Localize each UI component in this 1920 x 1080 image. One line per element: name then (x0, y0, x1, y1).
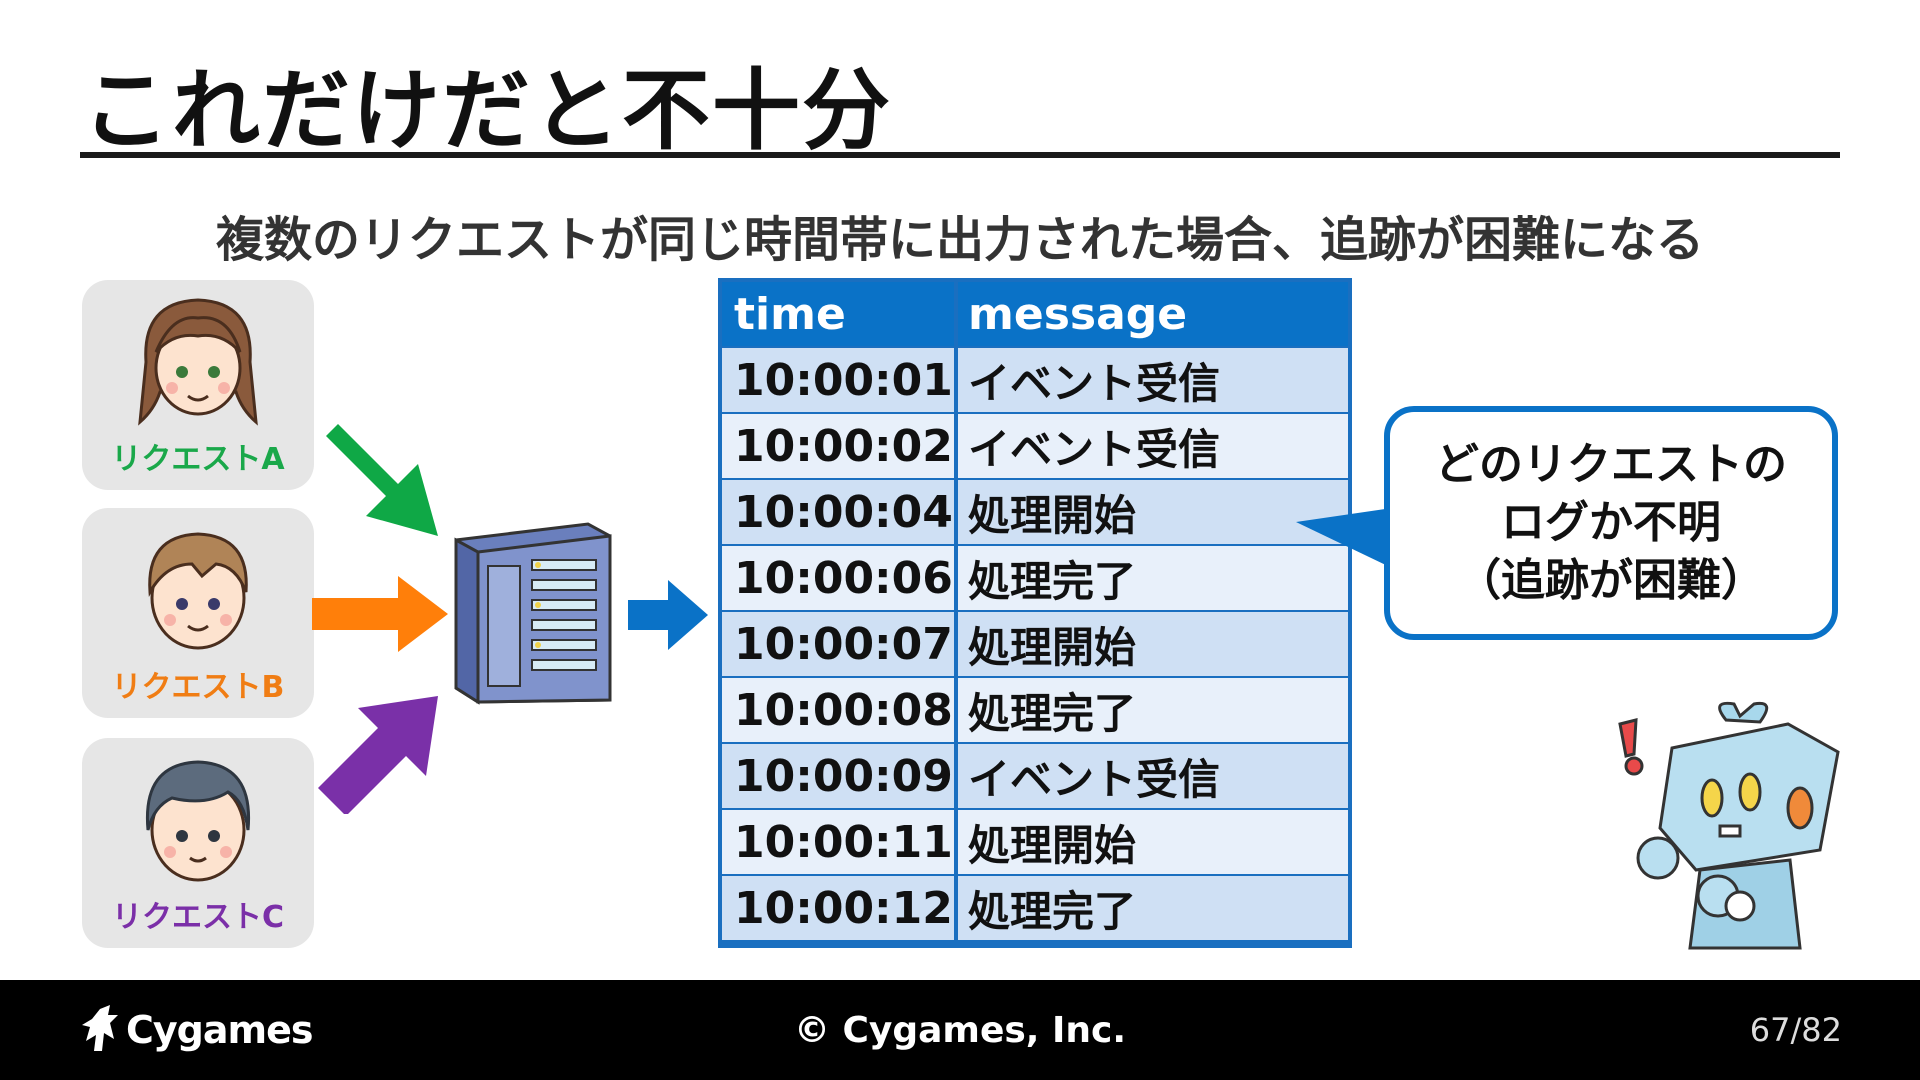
row-time: 10:00:04 (722, 480, 954, 544)
footer-bar: Cygames © Cygames, Inc. 67/82 (0, 980, 1920, 1080)
table-row: 10:00:07 処理開始 (722, 612, 1348, 676)
row-message: 処理開始 (958, 810, 1348, 874)
row-message: イベント受信 (958, 348, 1348, 412)
table-row: 10:00:02 イベント受信 (722, 414, 1348, 478)
bubble-line-1: どのリクエストの (1435, 439, 1787, 490)
row-time: 10:00:12 (722, 876, 954, 940)
row-time: 10:00:08 (722, 678, 954, 742)
table-header-row: time message (722, 282, 1348, 346)
bubble-line-2: ログか不明 (1501, 497, 1721, 548)
server-icon (454, 522, 612, 705)
table-row: 10:00:08 処理完了 (722, 678, 1348, 742)
table-row: 10:00:04 処理開始 (722, 480, 1348, 544)
person-avatar-icon (145, 760, 251, 882)
callout-bubble: どのリクエストの ログか不明 （追跡が困難） (1384, 406, 1838, 640)
request-c-label: リクエストC (111, 900, 285, 935)
cygames-logo: Cygames (80, 1002, 313, 1058)
log-table: time message 10:00:01 イベント受信 10:00:02 イベ… (718, 278, 1352, 948)
row-message: イベント受信 (958, 744, 1348, 808)
bubble-line-3: （追跡が困難） (1457, 555, 1765, 606)
request-a-label: リクエストA (111, 442, 285, 477)
request-a-card: リクエストA (82, 280, 314, 490)
girl-avatar-icon (138, 298, 258, 426)
row-message: 処理完了 (958, 876, 1348, 940)
header-message: message (958, 282, 1348, 346)
arrow-b-icon (312, 576, 448, 652)
pegasus-logo-icon (82, 1005, 118, 1051)
robot-mascot-icon (1618, 701, 1840, 950)
arrow-out-icon (628, 580, 708, 650)
header-time: time (722, 282, 954, 346)
table-row: 10:00:01 イベント受信 (722, 348, 1348, 412)
row-message: 処理開始 (958, 480, 1348, 544)
table-row: 10:00:12 処理完了 (722, 876, 1348, 940)
request-b-label: リクエストB (111, 670, 285, 705)
slide-subtitle: 複数のリクエストが同じ時間帯に出力された場合、追跡が困難になる (215, 212, 1704, 268)
row-time: 10:00:01 (722, 348, 954, 412)
boy-avatar-icon (148, 532, 248, 650)
row-time: 10:00:02 (722, 414, 954, 478)
copyright-text: © Cygames, Inc. (793, 1009, 1127, 1051)
row-time: 10:00:06 (722, 546, 954, 610)
row-time: 10:00:09 (722, 744, 954, 808)
table-row: 10:00:09 イベント受信 (722, 744, 1348, 808)
row-time: 10:00:07 (722, 612, 954, 676)
request-b-card: リクエストB (82, 508, 314, 718)
slide-title: これだけだと不十分 (82, 59, 893, 162)
title-underline (80, 152, 1840, 158)
row-message: イベント受信 (958, 414, 1348, 478)
logo-text: Cygames (126, 1008, 313, 1052)
bubble-tail-icon (1296, 508, 1392, 568)
table-row: 10:00:11 処理開始 (722, 810, 1348, 874)
arrow-c-icon (318, 696, 438, 814)
request-c-card: リクエストC (82, 738, 314, 948)
page-number: 67/82 (1749, 1011, 1842, 1049)
row-message: 処理開始 (958, 612, 1348, 676)
table-row: 10:00:06 処理完了 (722, 546, 1348, 610)
row-message: 処理完了 (958, 546, 1348, 610)
arrow-a-icon (318, 424, 438, 536)
row-time: 10:00:11 (722, 810, 954, 874)
row-message: 処理完了 (958, 678, 1348, 742)
